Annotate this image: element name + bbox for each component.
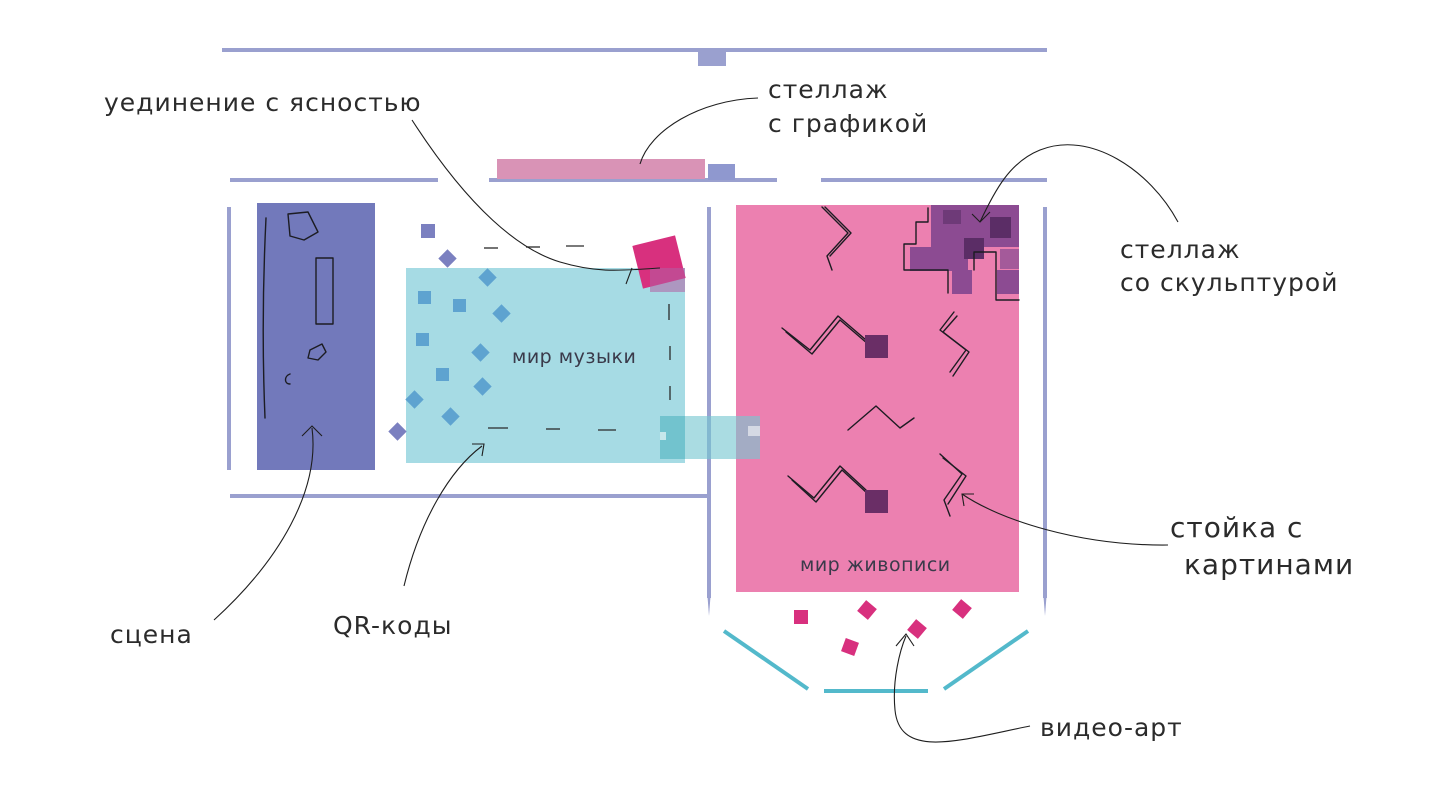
qr-code <box>492 304 511 323</box>
solitude-cube <box>632 235 686 292</box>
painting-stand <box>847 405 915 431</box>
label-sculpture-shelf-2: со скульптурой <box>1120 268 1338 297</box>
graphics-shelf <box>497 159 735 180</box>
video-screen-left <box>722 629 810 691</box>
pedestal <box>865 490 888 513</box>
stage-object-1 <box>287 211 319 241</box>
painting-stand <box>821 206 849 271</box>
painting-stand <box>942 457 967 505</box>
qr-code <box>436 368 449 381</box>
leader-solitude <box>411 119 661 271</box>
graphics-shelf-body <box>497 159 705 179</box>
video-seat <box>907 619 927 639</box>
label-graphics-shelf-2: с графикой <box>768 109 928 138</box>
qr-code <box>405 390 424 409</box>
stage-area <box>257 203 375 470</box>
painting-stand <box>942 315 970 377</box>
qr-code <box>441 407 460 426</box>
divider-wall-taper <box>707 590 711 616</box>
stage-object-4 <box>284 373 291 385</box>
video-seat <box>794 610 808 624</box>
painting-stand <box>785 319 869 355</box>
leader-stage-arrow <box>301 425 323 437</box>
graphics-shelf-tab <box>708 164 735 180</box>
painting-zone-area <box>736 205 1019 592</box>
music-zone-dashes <box>484 245 671 431</box>
sculpture-shelf <box>903 205 1020 301</box>
leader-sculpture-arrow <box>971 211 991 223</box>
painting-stands <box>781 206 970 517</box>
qr-code <box>473 377 492 396</box>
painting-stand <box>781 315 867 351</box>
qr-code <box>453 299 466 312</box>
label-painting-stand-1: стойка с <box>1170 511 1303 544</box>
video-seat <box>841 638 859 656</box>
leader-painting-stand <box>961 493 1169 546</box>
leader-solitude-tip <box>625 267 633 285</box>
painting-stand <box>787 465 867 499</box>
label-video-art: видео-арт <box>1040 713 1183 742</box>
leader-lines <box>213 97 1179 743</box>
leader-video-art <box>893 635 1031 743</box>
label-graphics-shelf-1: стеллаж <box>768 75 889 104</box>
painting-stand <box>824 206 852 257</box>
stage-curtain-line <box>262 217 267 419</box>
leader-graphics-shelf <box>639 97 759 165</box>
painting-zone-label: мир живописи <box>800 554 951 576</box>
painting-stand <box>791 469 869 503</box>
qr-code <box>416 333 429 346</box>
video-screen-right <box>942 629 1030 691</box>
pedestal <box>865 335 888 358</box>
stage-object-2 <box>315 257 334 325</box>
video-seat <box>952 599 972 619</box>
leader-sculpture-shelf <box>979 144 1179 223</box>
leader-qr-arrow <box>472 443 485 457</box>
qr-code <box>471 343 490 362</box>
label-solitude: уединение с ясностью <box>104 88 422 117</box>
qr-code <box>388 422 407 441</box>
qr-code <box>438 249 457 268</box>
video-art-zone <box>722 599 1030 693</box>
leader-stage <box>213 427 314 621</box>
label-qr-codes: QR-коды <box>333 611 452 640</box>
label-stage: сцена <box>110 620 193 649</box>
leader-qr <box>403 445 483 587</box>
stage <box>257 203 375 470</box>
solitude-cube-overlap <box>650 268 685 292</box>
label-painting-stand-2: картинами <box>1184 548 1354 581</box>
leader-video-arrow <box>895 633 915 647</box>
qr-code-squares <box>388 224 511 441</box>
label-sculpture-shelf-1: стеллаж <box>1120 235 1241 264</box>
qr-code <box>421 224 435 238</box>
painting-zone: мир живописи <box>736 205 1020 592</box>
annotations: уединение с ясностью стеллаж с графикой … <box>104 75 1354 742</box>
music-zone-area <box>406 268 685 463</box>
right-wall-taper <box>1043 590 1047 616</box>
video-seat <box>857 600 877 620</box>
leader-painting-arrow <box>961 493 974 507</box>
zone-connector <box>660 416 760 459</box>
qr-code <box>418 291 431 304</box>
top-wall-tab <box>698 50 726 66</box>
qr-code <box>478 268 497 287</box>
stage-object-3 <box>307 343 327 361</box>
music-zone: мир музыки <box>388 224 685 463</box>
music-zone-label: мир музыки <box>512 346 636 368</box>
